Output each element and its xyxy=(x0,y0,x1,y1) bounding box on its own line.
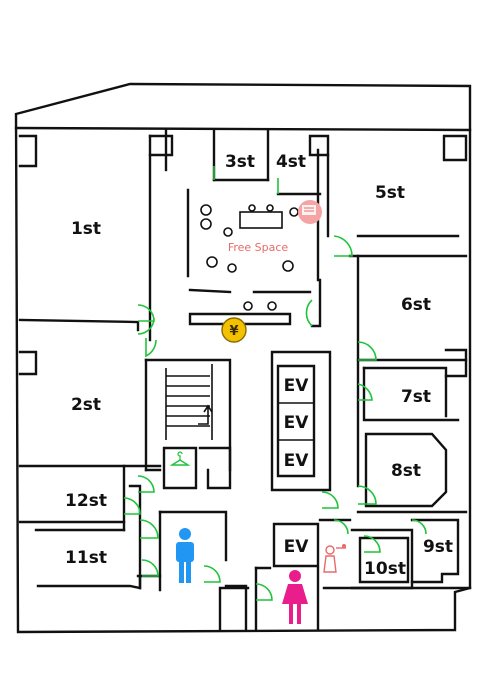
elevator-labels: EV EV EV EV xyxy=(284,376,310,557)
free-space-label: Free Space xyxy=(228,241,289,254)
female-restroom-icon xyxy=(282,570,308,624)
elevator-label: EV xyxy=(284,413,310,433)
room-label-4st: 4st xyxy=(276,152,306,172)
room-label-1st: 1st xyxy=(71,219,101,239)
elevator-label: EV xyxy=(284,537,310,557)
printer-icon xyxy=(298,200,322,224)
room-label-8st: 8st xyxy=(391,461,421,481)
yen-coin-icon: ¥ xyxy=(221,317,247,343)
room-label-9st: 9st xyxy=(423,537,453,557)
outer-walls xyxy=(14,82,472,634)
room-label-12st: 12st xyxy=(65,491,107,511)
room-label-10st: 10st xyxy=(364,559,406,579)
room-label-6st: 6st xyxy=(401,295,431,315)
free-space-furniture xyxy=(200,204,299,311)
doors xyxy=(123,166,427,601)
room-labels: 1st 2st 3st 4st 5st 6st 7st 8st 9st 10st… xyxy=(65,152,453,579)
male-restroom-icon xyxy=(176,528,194,583)
room-label-5st: 5st xyxy=(375,183,405,203)
room-label-3st: 3st xyxy=(225,152,255,172)
elevator-label: EV xyxy=(284,376,310,396)
currency-symbol: ¥ xyxy=(229,324,238,339)
elevator-label: EV xyxy=(284,451,310,471)
room-label-2st: 2st xyxy=(71,395,101,415)
room-label-11st: 11st xyxy=(65,548,107,568)
baby-changing-icon xyxy=(323,544,346,573)
room-label-7st: 7st xyxy=(401,387,431,407)
coat-hanger-icon xyxy=(169,451,191,466)
